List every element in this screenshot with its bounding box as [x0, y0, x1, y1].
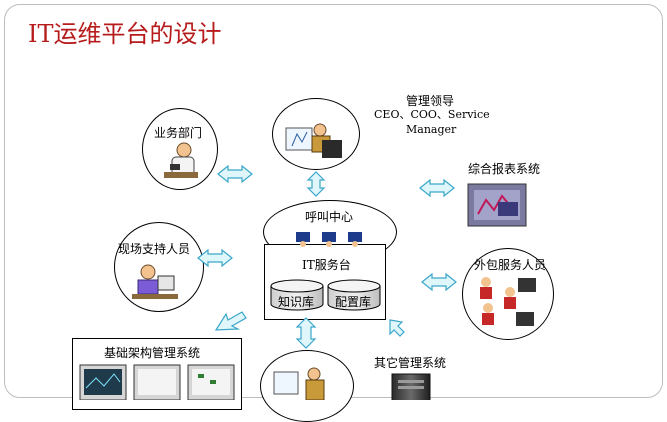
other-mgmt-label: 其它管理系统	[374, 356, 447, 370]
knowledge-base-label: 知识库	[278, 295, 315, 309]
arrow-other-desk	[389, 319, 405, 337]
arrow-mgmt-callcenter	[306, 171, 326, 197]
outsource-staff-icon	[480, 277, 536, 326]
diagram-graphics	[79, 123, 536, 400]
slide: IT运维平台的设计	[4, 4, 663, 422]
page-title: IT运维平台的设计	[28, 20, 222, 48]
it-service-desk-label: IT服务台	[302, 258, 351, 272]
field-support-label: 现场支持人员	[118, 242, 191, 256]
field-engineer-icon	[132, 264, 178, 299]
config-base-cylinder	[327, 279, 381, 311]
report-dashboard-icon	[467, 183, 527, 227]
infra-mgmt-label: 基础架构管理系统	[104, 346, 201, 360]
phone-operator-icon	[164, 142, 198, 178]
server-icon	[391, 373, 431, 400]
call-center-label: 呼叫中心	[305, 210, 354, 224]
arrow-infra-desk	[214, 311, 247, 331]
arrow-desk-bottom	[295, 317, 317, 349]
outsource-staff-label: 外包服务人员	[474, 258, 547, 272]
manager-icon	[285, 123, 342, 158]
report-system-label: 综合报表系统	[468, 162, 541, 176]
arrows	[197, 164, 457, 349]
mgmt-leaders-label: 管理领导	[406, 94, 455, 108]
arrow-field-callcenter	[197, 248, 233, 268]
arrow-business-callcenter	[217, 164, 253, 184]
business-dept-label: 业务部门	[154, 126, 203, 140]
knowledge-base-cylinder	[270, 279, 324, 311]
call-agents-icon	[296, 232, 362, 247]
mgmt-roles-line2: Manager	[406, 123, 457, 136]
infra-monitors-icon	[79, 364, 235, 400]
arrow-outsource-callcenter	[421, 272, 457, 292]
mgmt-roles-line1: CEO、COO、Service	[374, 108, 490, 121]
arrow-report-callcenter	[419, 178, 455, 198]
engineer-icon	[273, 367, 325, 400]
config-base-label: 配置库	[335, 295, 372, 309]
